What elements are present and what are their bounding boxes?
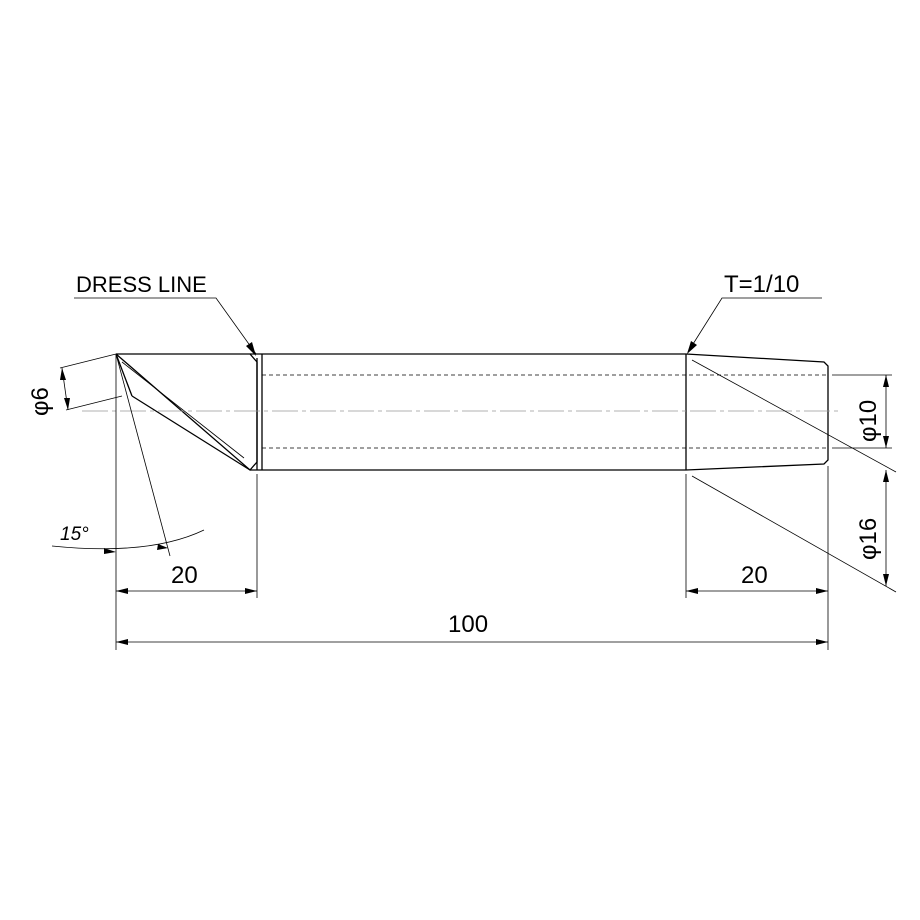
tip-rake-line — [121, 361, 245, 459]
tip-length-arrow-left — [116, 588, 128, 594]
tip-angle-value: 15° — [60, 524, 89, 545]
taper-length-value: 20 — [741, 562, 768, 589]
taper-end-arrow-top — [883, 470, 889, 482]
tip-angle-ext-inclined — [115, 353, 171, 557]
tip-outline — [115, 353, 258, 471]
tip-angle-arrow-left — [104, 548, 116, 554]
tip-diameter-arrow-bottom — [64, 398, 70, 410]
overall-length-arrow-left — [116, 639, 128, 645]
shank-diameter-dimension: φ10 — [832, 374, 892, 449]
tip-angle-arc — [51, 529, 205, 550]
taper-length-arrow-right — [816, 588, 828, 594]
shank-diameter-value: φ10 — [855, 400, 882, 442]
tip-cutting-edge — [115, 353, 133, 397]
tip-diameter-dimension: φ6 — [27, 353, 123, 416]
taper-end-diameter-value: φ16 — [855, 518, 882, 560]
shank-diameter-arrow-top — [883, 375, 889, 387]
tip-length-value: 20 — [171, 562, 198, 589]
dress-line-callout: DRESS LINE — [74, 272, 257, 356]
tip-cutting-edge-lower — [131, 395, 251, 471]
tip-angle-dimension: 15° — [51, 353, 205, 562]
tool-body — [82, 353, 842, 471]
tip-length-dimension: 20 — [116, 474, 258, 598]
taper-leader — [687, 297, 822, 353]
taper-length-arrow-left — [686, 588, 698, 594]
taper-end-diameter-dimension: φ16 — [691, 359, 897, 593]
dress-line-arrow — [246, 342, 256, 356]
taper-label: T=1/10 — [724, 271, 799, 298]
overall-length-value: 100 — [448, 611, 488, 638]
taper-outline — [685, 353, 829, 471]
taper-length-dimension: 20 — [685, 466, 829, 650]
taper-end-arrow-bottom — [883, 574, 889, 586]
overall-length-dimension: 100 — [115, 562, 828, 650]
tip-diameter-value: φ6 — [27, 387, 54, 416]
taper-callout: T=1/10 — [687, 271, 822, 354]
dress-line-label: DRESS LINE — [76, 272, 207, 297]
taper-end-ext-bottom — [691, 475, 897, 593]
tip-angle-arrow-right — [157, 544, 168, 550]
shank-diameter-arrow-bottom — [883, 436, 889, 448]
tip-diameter-arrow-top — [60, 368, 66, 380]
tip-length-arrow-right — [245, 588, 257, 594]
tip-diameter-ext-2 — [65, 395, 123, 411]
taper-end-ext-top — [691, 359, 897, 473]
tip-diameter-ext-1 — [59, 353, 117, 369]
dress-line-leader — [74, 297, 257, 355]
overall-length-arrow-right — [816, 639, 828, 645]
taper-arrow — [687, 341, 697, 354]
